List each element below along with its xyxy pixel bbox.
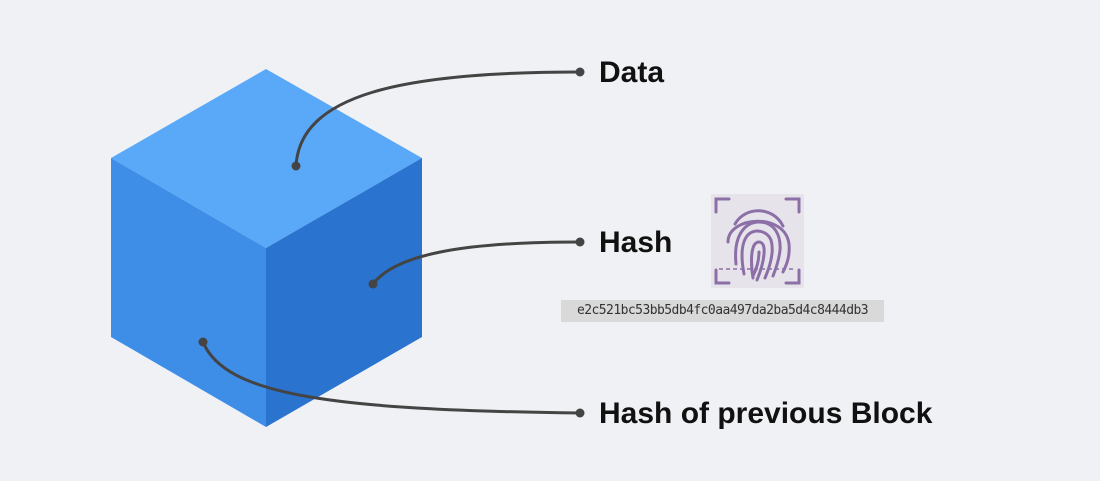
ridge-3 [734, 220, 782, 278]
ridge-2 [726, 219, 791, 274]
ridge-6 [751, 250, 761, 278]
fingerprint-icon [711, 194, 804, 288]
scan-corner-tr [784, 197, 801, 214]
cube-right-face [266, 158, 422, 427]
connector-data [294, 70, 582, 168]
block-cube-icon [111, 69, 422, 427]
dot-prev-end [575, 408, 585, 418]
connector-prev [201, 340, 582, 415]
connector-dots [198, 67, 585, 418]
connectors [201, 70, 582, 415]
hash-value: e2c521bc53bb5db4fc0aa497da2ba5d4c8444db3 [561, 300, 884, 322]
scan-corner-tl [714, 197, 731, 214]
ridge-1 [733, 209, 785, 228]
ridge-5 [750, 240, 766, 282]
cube-top-face [111, 69, 422, 248]
hash-label: Hash [599, 226, 673, 259]
dot-hash-start [368, 279, 378, 289]
connector-hash [371, 240, 582, 286]
data-label: Data [599, 56, 665, 89]
ridge-4 [740, 229, 774, 280]
dot-prev-start [198, 337, 208, 347]
previous-hash-label: Hash of previous Block [599, 397, 933, 430]
dot-data-start [291, 161, 301, 171]
fingerprint-graphic [714, 197, 801, 285]
scan-corner-bl [714, 268, 731, 285]
cube-left-face [111, 158, 266, 427]
dot-data-end [575, 67, 585, 77]
dot-hash-end [575, 237, 585, 247]
scan-corner-br [784, 268, 801, 285]
